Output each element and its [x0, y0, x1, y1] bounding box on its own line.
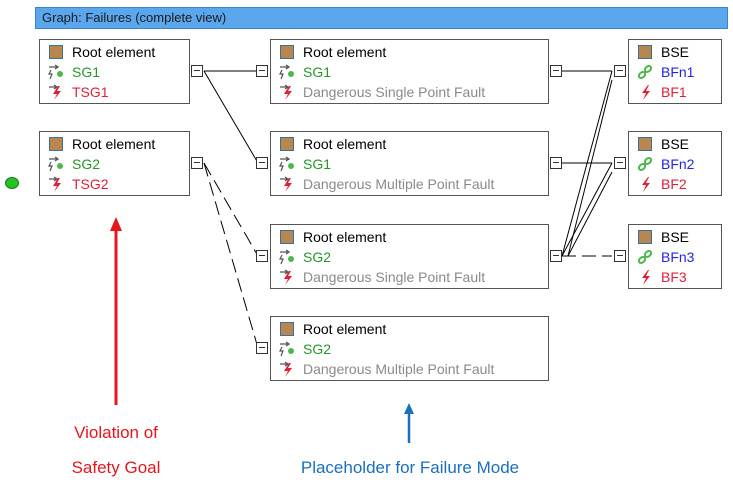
lightning-icon: [642, 85, 650, 100]
goal-root-label: Root element: [72, 44, 156, 60]
lightning-icon: [642, 270, 650, 285]
lightning-icon: [280, 84, 292, 100]
mode-fault-label: Dangerous Single Point Fault: [303, 84, 486, 100]
chain-link-icon: [637, 250, 653, 264]
mode-sg-label: SG1: [303, 156, 332, 172]
lightning-icon: [49, 176, 61, 192]
port-mode-4-in[interactable]: [256, 342, 268, 354]
mode-root-label: Root element: [303, 136, 387, 152]
lightning-icon: [280, 176, 292, 192]
bse-function-label: BFn2: [661, 156, 695, 172]
lightning-icon: [280, 269, 292, 285]
brown-square-icon: [638, 230, 652, 244]
goal-sg-label: SG2: [72, 156, 101, 172]
lightning-icon: [280, 361, 292, 377]
safety-goal-icon: [279, 156, 294, 172]
port-mode-2-out[interactable]: [550, 157, 562, 169]
brown-square-icon: [280, 230, 294, 244]
mode-node-4[interactable]: Root element SG2 Dangerous Multiple Poin…: [270, 316, 549, 381]
bse-function-label: BFn3: [661, 249, 695, 265]
mode-sg-label: SG1: [303, 64, 332, 80]
bse-node-2[interactable]: BSE BFn2 BF2: [628, 131, 722, 196]
port-goal-2-out[interactable]: [191, 157, 203, 169]
safety-goal-icon: [48, 156, 63, 172]
violation-caption-line1: Violation of: [74, 423, 158, 442]
wire-sg1-mpf: [203, 70, 259, 164]
port-goal-1-out[interactable]: [191, 65, 203, 77]
safety-goal-icon: [279, 64, 294, 80]
mode-root-label: Root element: [303, 229, 387, 245]
bse-failure-label: BF1: [661, 84, 687, 100]
brown-square-icon: [49, 45, 63, 59]
port-bse-2-in[interactable]: [614, 157, 626, 169]
port-mode-1-out[interactable]: [550, 65, 562, 77]
bse-name-label: BSE: [661, 229, 690, 245]
wire-sg2-spf: [203, 162, 259, 257]
green-dot-icon: [5, 177, 19, 189]
chain-link-icon: [637, 157, 653, 171]
port-mode-3-out[interactable]: [550, 250, 562, 262]
placeholder-arrow-head: [404, 403, 414, 414]
mode-fault-label: Dangerous Multiple Point Fault: [303, 361, 495, 377]
violation-arrow-head: [110, 217, 122, 231]
bse-node-1[interactable]: BSE BFn1 BF1: [628, 39, 722, 104]
mode-node-1[interactable]: Root element SG1 Dangerous Single Point …: [270, 39, 549, 104]
bse-node-3[interactable]: BSE BFn3 BF3: [628, 224, 722, 289]
goal-root-label: Root element: [72, 136, 156, 152]
bse-function-label: BFn1: [661, 64, 695, 80]
bse-name-label: BSE: [661, 136, 690, 152]
safety-goal-icon: [48, 64, 63, 80]
safety-goal-icon: [279, 341, 294, 357]
lightning-icon: [642, 177, 650, 192]
brown-square-icon: [280, 322, 294, 336]
port-mode-3-in[interactable]: [256, 250, 268, 262]
goal-sg-label: SG1: [72, 64, 101, 80]
lightning-icon: [49, 84, 61, 100]
port-mode-1-in[interactable]: [256, 65, 268, 77]
port-bse-1-in[interactable]: [614, 65, 626, 77]
wire-sg2-mpf: [203, 162, 259, 349]
mode-root-label: Root element: [303, 321, 387, 337]
goal-tsg-label: TSG2: [72, 176, 109, 192]
bse-failure-label: BF2: [661, 176, 687, 192]
chain-link-icon: [637, 65, 653, 79]
mode-root-label: Root element: [303, 44, 387, 60]
wire-mode3-bse2b: [567, 171, 613, 257]
mode-fault-label: Dangerous Multiple Point Fault: [303, 176, 495, 192]
port-bse-3-in[interactable]: [614, 250, 626, 262]
wire-mode3-bse1: [561, 70, 613, 257]
safety-goal-icon: [279, 249, 294, 265]
brown-square-icon: [638, 137, 652, 151]
bse-failure-label: BF3: [661, 269, 687, 285]
mode-node-2[interactable]: Root element SG1 Dangerous Multiple Poin…: [270, 131, 549, 196]
goal-node-2[interactable]: Root element SG2 TSG2: [39, 131, 190, 196]
port-mode-2-in[interactable]: [256, 157, 268, 169]
goal-node-1[interactable]: Root element SG1 TSG1: [39, 39, 190, 104]
mode-fault-label: Dangerous Single Point Fault: [303, 269, 486, 285]
violation-caption-line2: Safety Goal: [71, 458, 161, 477]
placeholder-caption: Placeholder for Failure Mode: [300, 458, 520, 477]
window-title-bar[interactable]: Graph: Failures (complete view): [35, 7, 728, 29]
mode-node-3[interactable]: Root element SG2 Dangerous Single Point …: [270, 224, 549, 289]
window-title: Graph: Failures (complete view): [42, 10, 227, 25]
wire-mode3-bse1b: [567, 79, 613, 257]
goal-tsg-label: TSG1: [72, 84, 109, 100]
bse-name-label: BSE: [661, 44, 690, 60]
brown-square-icon: [280, 137, 294, 151]
mode-sg-label: SG2: [303, 249, 332, 265]
wire-mode3-bse2: [561, 162, 613, 257]
brown-square-icon: [280, 45, 294, 59]
mode-sg-label: SG2: [303, 341, 332, 357]
brown-square-icon: [49, 137, 63, 151]
brown-square-icon: [638, 45, 652, 59]
